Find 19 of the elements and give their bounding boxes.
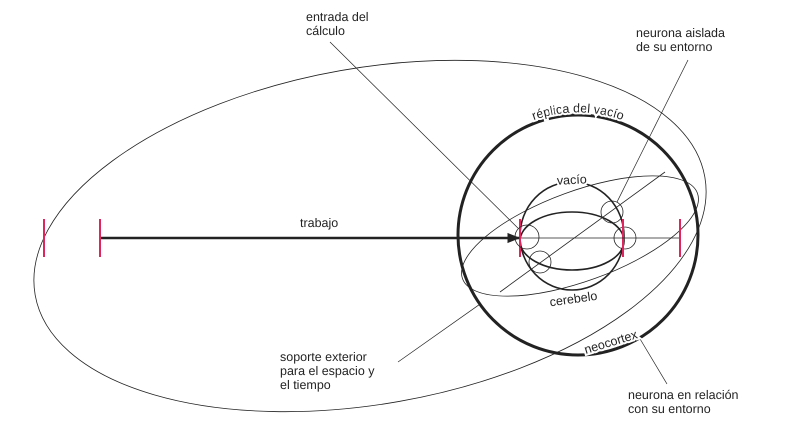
leader-line bbox=[616, 60, 688, 203]
tick-mark bbox=[519, 219, 521, 257]
tick-mark bbox=[679, 219, 681, 257]
small-circle bbox=[514, 224, 540, 250]
callout-text: soporte exterior para el espacio y el tiempo bbox=[280, 350, 376, 392]
small-circle bbox=[600, 200, 624, 224]
callout-text: neurona aislada de su entorno bbox=[636, 26, 736, 54]
leader-line bbox=[398, 304, 480, 362]
region-label: réplica del vacío bbox=[530, 101, 626, 123]
tick-mark bbox=[99, 219, 101, 257]
edge-label: trabajo bbox=[298, 216, 340, 230]
tick-mark bbox=[622, 219, 624, 257]
leader-line bbox=[639, 338, 668, 384]
leader-line bbox=[330, 42, 519, 229]
callout-text: entrada del cálculo bbox=[306, 10, 396, 38]
callout-text: neurona en relación con su entorno bbox=[628, 388, 760, 416]
region-label: cerebelo bbox=[548, 288, 598, 310]
arrow bbox=[101, 232, 520, 244]
tick-mark bbox=[43, 219, 45, 257]
